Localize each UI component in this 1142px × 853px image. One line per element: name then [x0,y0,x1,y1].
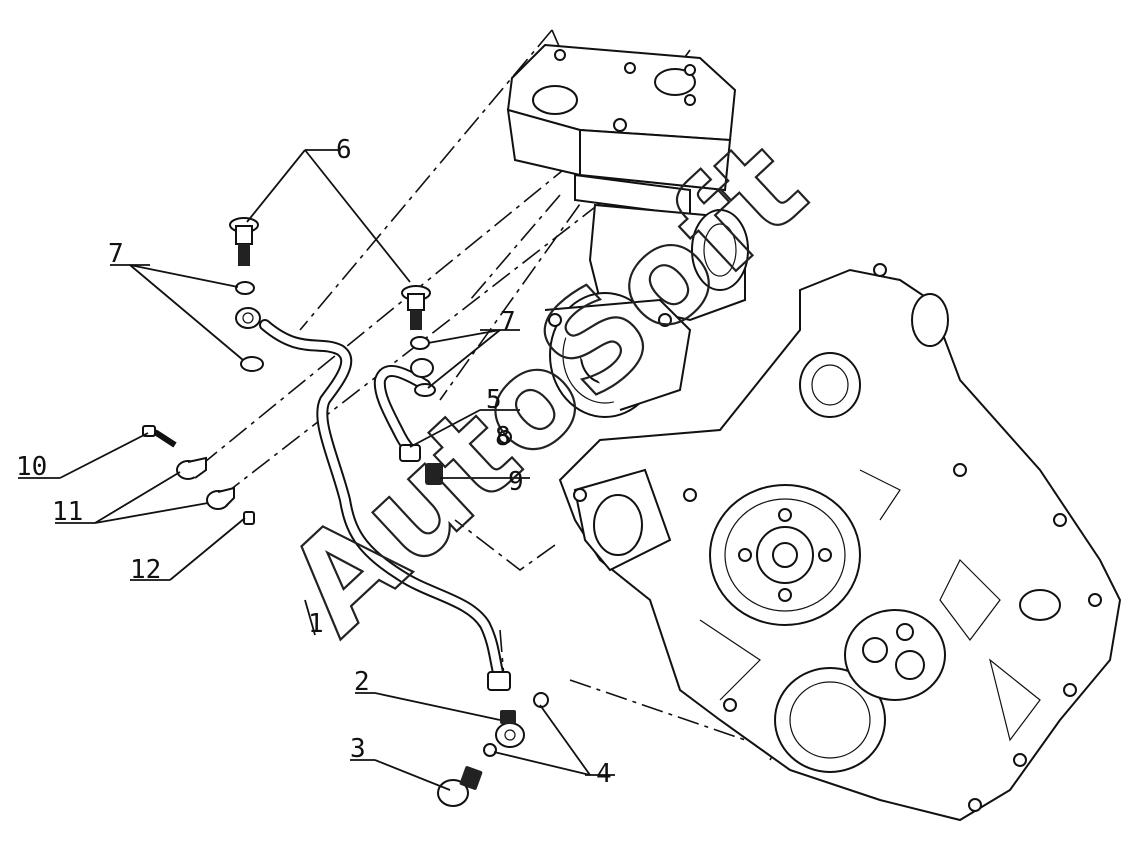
callout-10: 10 [16,452,47,482]
leader-lines [18,149,615,791]
callout-labels: 6 7 7 5 8 9 10 11 12 1 2 3 4 [16,135,612,789]
callout-5: 5 [486,385,502,415]
callout-11: 11 [52,497,83,527]
callout-6: 6 [336,135,352,165]
callout-12: 12 [130,555,161,585]
callout-7-right: 7 [500,307,516,337]
callout-4: 4 [596,759,612,789]
timing-cover [558,263,1122,822]
lower-fittings [437,692,549,807]
banjo-bolt-lower [401,285,436,397]
callout-9: 9 [508,467,524,497]
callout-2: 2 [354,667,370,697]
air-compressor [506,43,749,418]
callout-1: 1 [308,609,324,639]
callout-7-left: 7 [108,239,124,269]
callout-3: 3 [350,734,366,764]
clamp-assembly [142,425,255,525]
callout-8: 8 [495,422,511,452]
union-fittings [399,430,512,485]
banjo-bolt-upper [229,217,264,372]
